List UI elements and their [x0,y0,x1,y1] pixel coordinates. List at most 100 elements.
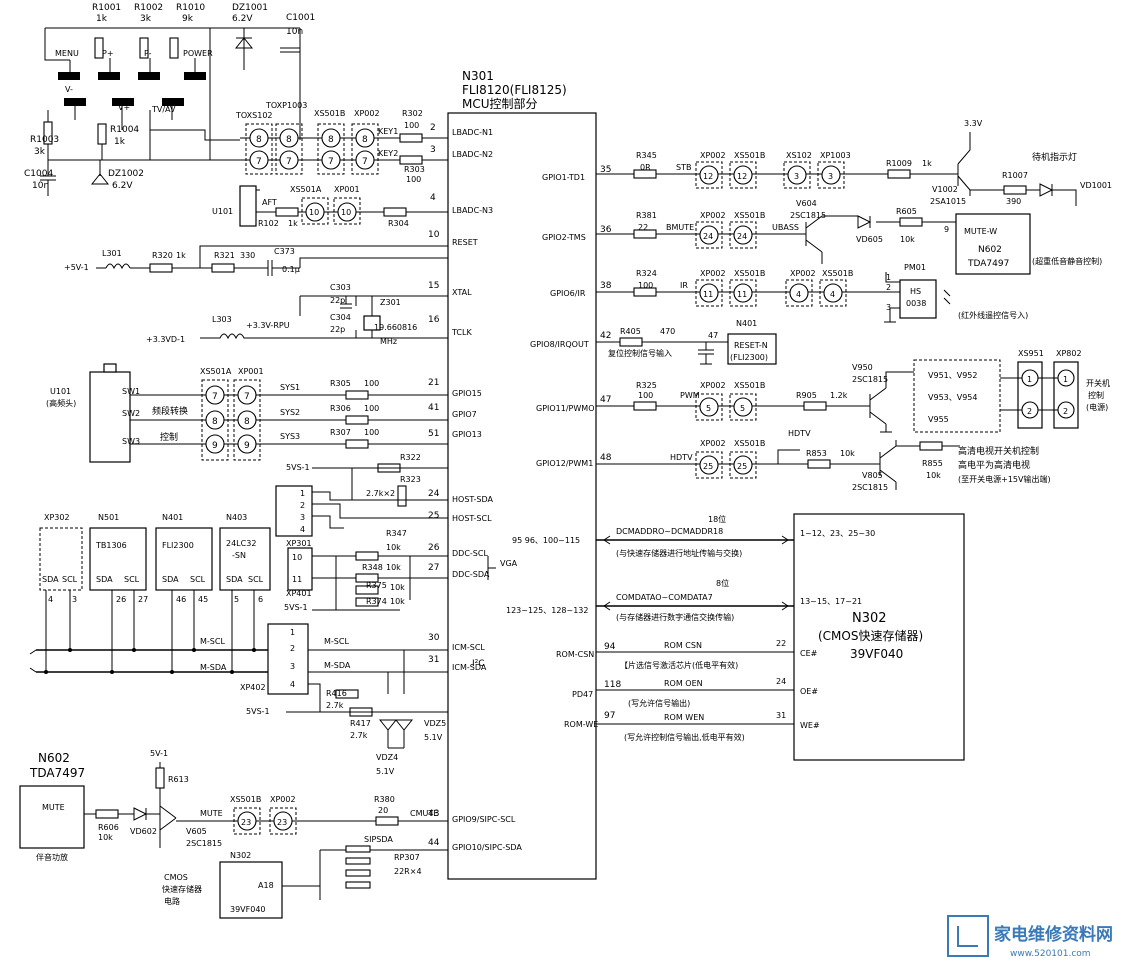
label: STB [676,163,691,172]
component-body [399,133,423,143]
label: 8 [256,135,262,145]
pin-num: 4 [430,193,436,203]
label: 4 [830,290,835,299]
pin-name: RESET [452,238,478,247]
label: 10k [98,833,113,842]
pin-num: 21 [428,378,439,388]
component-body [633,169,657,179]
pin-name: GPIO1-TD1 [542,173,585,182]
label: XS501A [290,185,322,194]
label: N302 [230,851,251,860]
hdtv-section: HDTV XP002 XS501B HDTV 25 25 R853 10k R8… [596,429,1051,492]
dz1002-zener [90,173,110,185]
label: 快速存储器 [162,884,202,894]
label: 11 [737,290,747,299]
component-body [287,547,313,591]
dz1001-zener [234,37,254,49]
top-connectors: TOXS102 TOXP1003 XS501B XP002 8 8 8 8 7 … [235,101,448,184]
component-body [397,485,407,507]
label: 7 [244,392,250,402]
component-body [355,551,379,561]
keyboard-section: R1001 1k R1002 3k R1010 9k DZ1001 6.2V C… [24,3,315,196]
pin-num: 97 [604,711,615,721]
label: XP401 [286,589,312,598]
label: N602 [978,245,1002,255]
label: 26 [116,595,126,604]
label: 1.2k [830,391,848,400]
label: XP302 [44,513,70,522]
wire [45,27,301,160]
label: 4 [48,595,53,604]
component-body [729,221,757,249]
label: 2SC1815 [852,483,888,492]
label: XS501B [822,269,853,278]
i2c-devices-section: XP302 SDA SCL N501 TB1306 SDA SCL N401 F… [29,513,485,776]
wire [319,849,448,900]
pin-name: GPIO6/IR [550,289,586,298]
label: R323 [400,475,421,484]
label: 10k [390,597,405,606]
label: +3.3VD-1 [146,335,185,344]
label: XP301 [286,539,312,548]
label: 【片选信号激活芯片(低电平有效) [620,660,738,670]
label: PM01 [904,263,926,272]
label: 8 [328,135,334,145]
label: (至开关电源+15V输出端) [958,474,1051,484]
connector-pin [733,397,753,417]
component-body [89,371,131,463]
component-body [695,393,723,421]
pin-num: 16 [428,315,440,325]
pin-num: 26 [428,543,440,553]
label: (红外线遥控信号入) [958,310,1028,320]
label: TOXS102 [235,111,273,120]
label: 100 [406,175,421,184]
label: 7 [256,157,262,167]
label: C304 [330,313,351,322]
label: FLI2300 [162,541,194,550]
label: R613 [168,775,189,784]
label: 2SC1815 [186,839,222,848]
label: 1 [886,273,891,282]
wire [44,28,196,130]
label: 7 [286,157,292,167]
connector-pin [110,670,114,674]
label: M-SDA [324,661,351,670]
label: 2SA1015 [930,197,966,206]
mcu-part: FLI8120(FLI8125) [462,83,567,97]
connector-pin [821,165,841,185]
pin-name: LBADC-N2 [452,150,493,159]
connector-pin [733,225,753,245]
pin-name: GPIO12/PWM1 [536,459,593,468]
pin-name: LBADC-N1 [452,128,493,137]
label: R1010 [176,3,205,13]
connector-pin [789,283,809,303]
pin-name: LBADC-N3 [452,206,493,215]
component-body [351,123,379,175]
label: 100 [364,404,379,413]
watermark-text: 家电维修资料网 [994,924,1113,945]
label: VD1001 [1080,181,1112,190]
pin-name: GPIO2-TMS [542,233,586,242]
label: V605 [186,827,207,836]
component-body [785,279,813,307]
label: TV/AV [151,105,176,114]
connector-pin [787,165,807,185]
label: 10 [309,208,319,217]
component-body [695,161,723,189]
label: 46 [176,595,186,604]
connector-pin [192,648,196,652]
label: SCL [248,575,264,584]
label: R905 [796,391,817,400]
label: 1~12、23、25~30 [800,529,875,538]
label: SCL [190,575,206,584]
power-switch [184,72,206,80]
component-body [633,287,657,297]
label: 330 [240,251,255,260]
component-body [729,393,757,421]
label: ROM CSN [664,641,702,650]
label: 100 [638,391,653,400]
label: XP002 [270,795,296,804]
pwm-section: R325 100 PWM XP002 XS501B 5 5 R905 1.2k … [596,349,1110,433]
pin-name: ICM-SDA [452,663,487,672]
component-body [729,451,757,479]
